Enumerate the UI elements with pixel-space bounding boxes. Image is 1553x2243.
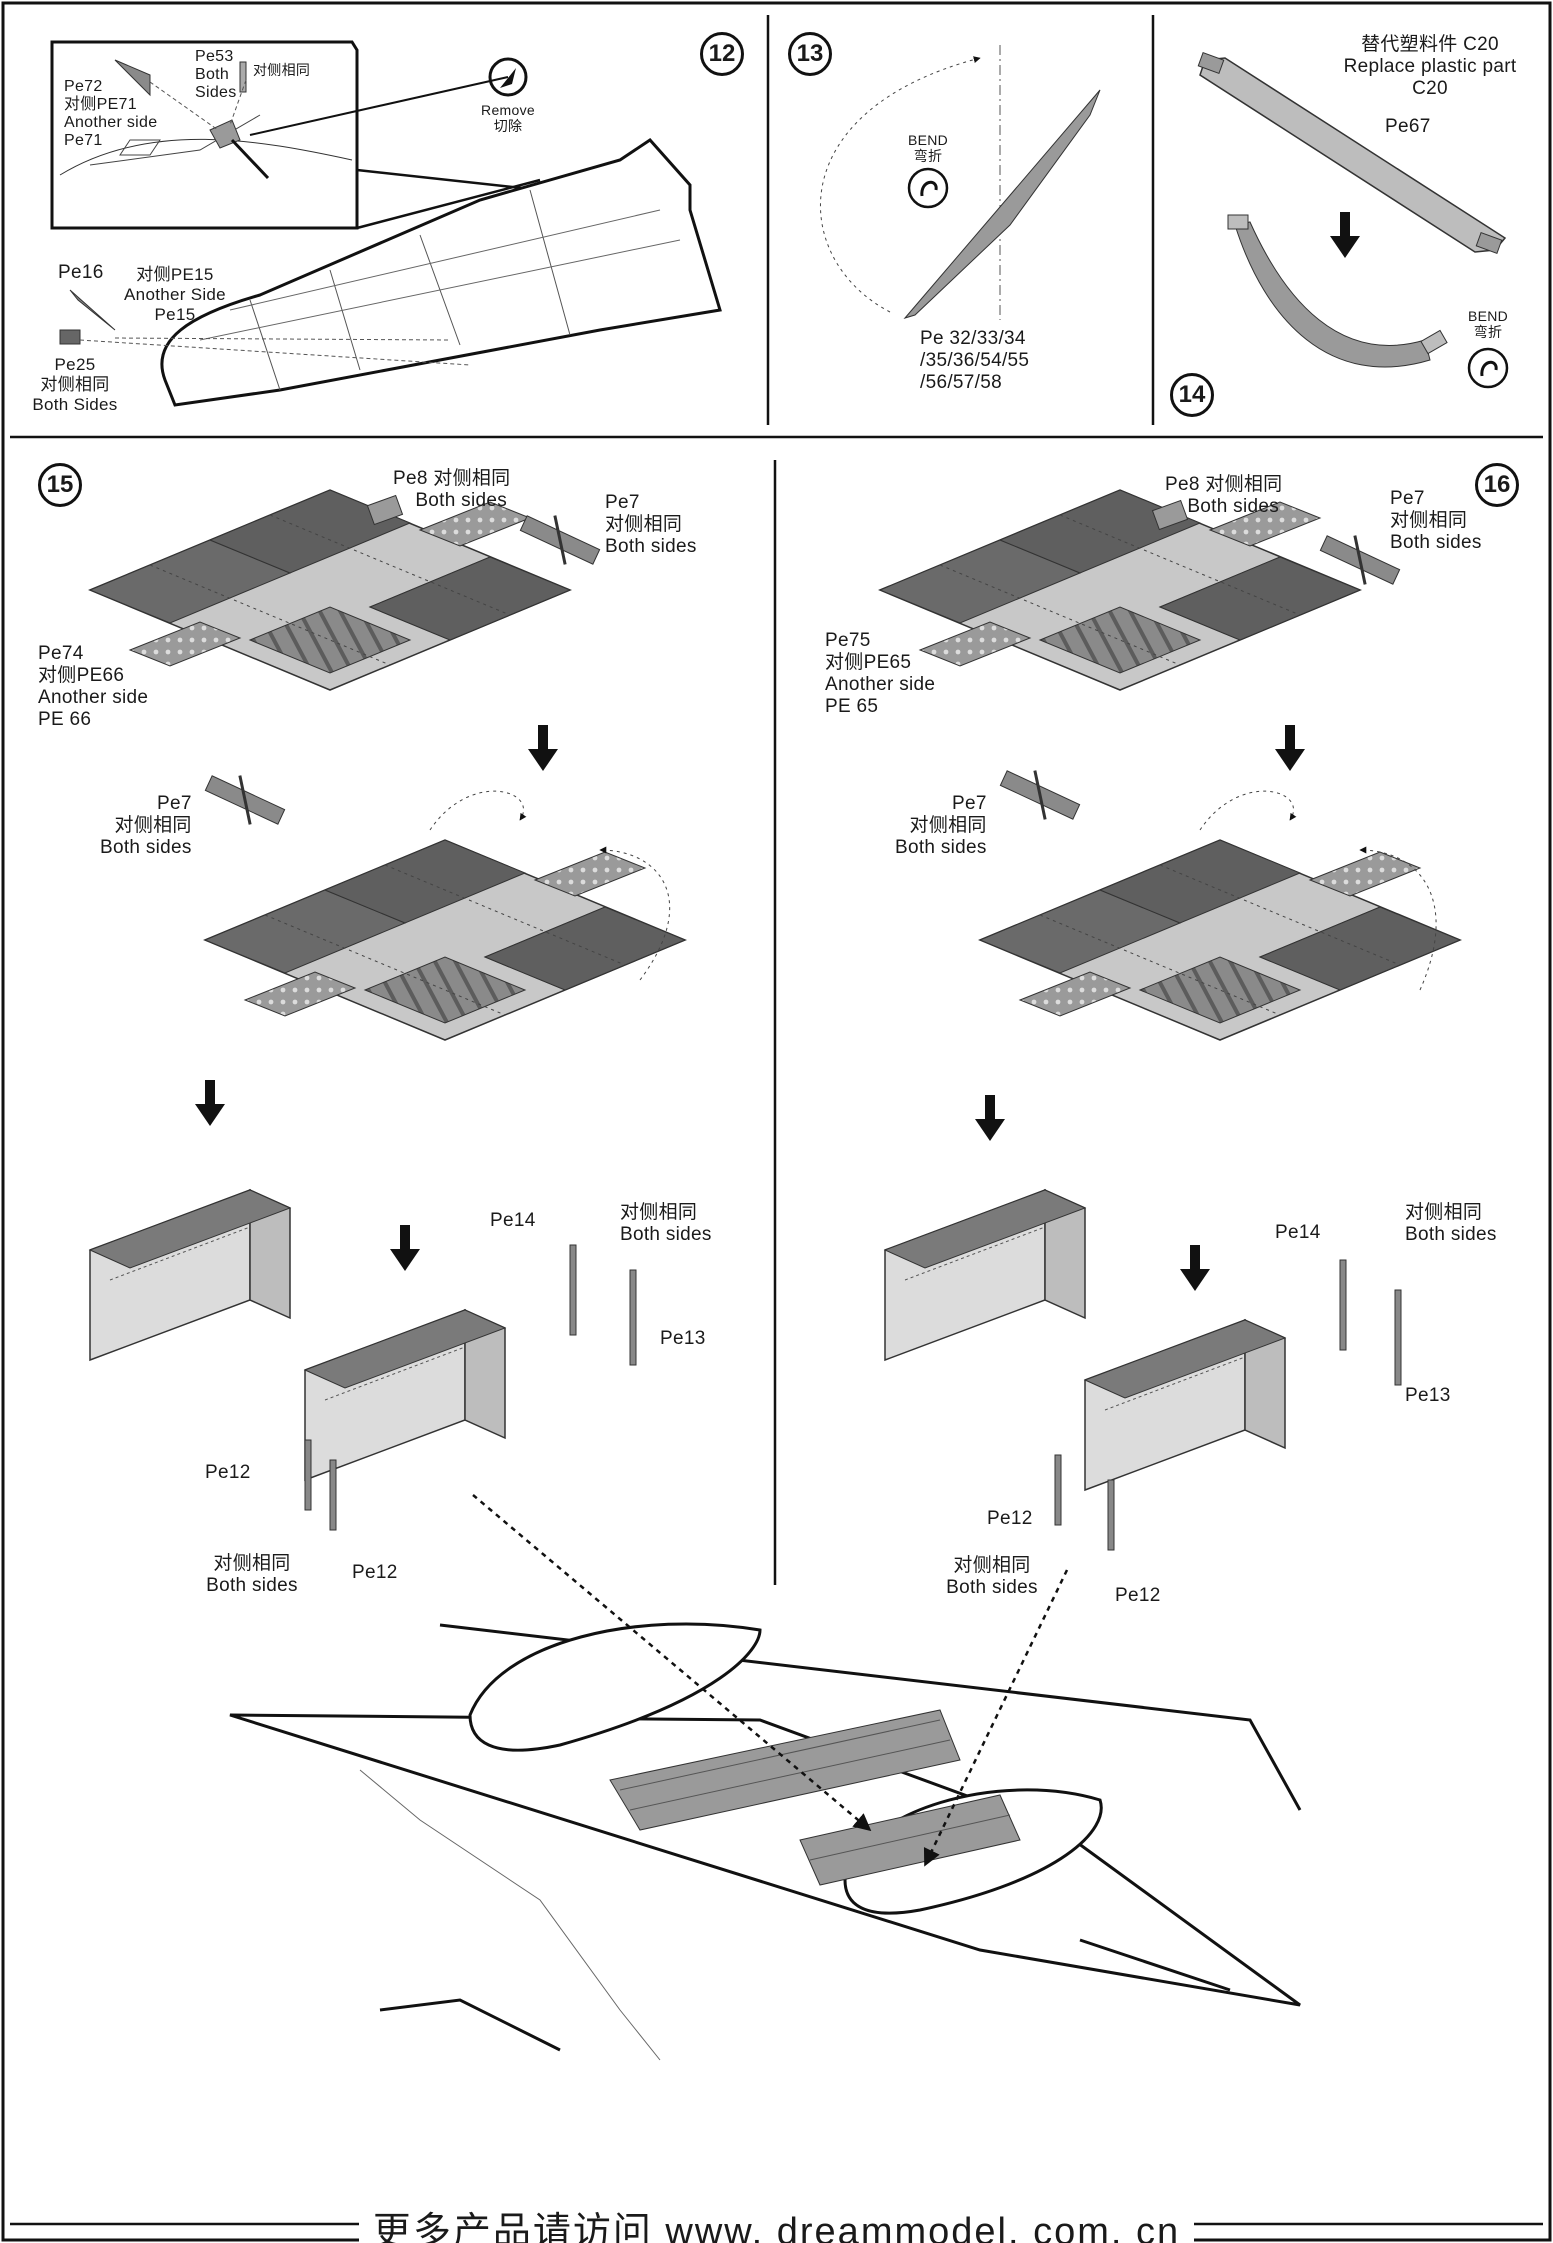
label-pe14: Pe14 [490, 1210, 536, 1231]
label-both-sides-bottom: 对侧相同 Both sides [946, 1555, 1038, 1598]
label-pe32-58: Pe 32/33/34 /35/36/54/55 /56/57/58 [920, 328, 1030, 393]
label-pe7-bottom: Pe7 对侧相同 Both sides [100, 793, 192, 858]
label-pe74: Pe74 对侧PE66 Another side PE 66 [38, 643, 149, 730]
step14-art [1197, 52, 1509, 389]
label-both-sides-right: 对侧相同 Both sides [1405, 1202, 1497, 1245]
step-number-14: 14 [1170, 373, 1214, 417]
label-pe7-top: Pe7 对侧相同 Both sides [1390, 488, 1482, 553]
step-number-12: 12 [700, 32, 744, 76]
label-bend-13: BEND 弯折 [907, 132, 949, 164]
label-pe75: Pe75 对侧PE65 Another side PE 65 [825, 630, 936, 717]
label-bend-14: BEND 弯折 [1467, 308, 1509, 340]
aircraft-art [229, 1494, 1302, 2061]
step-number-16: 16 [1475, 463, 1519, 507]
label-pe67: Pe67 [1385, 116, 1431, 137]
label-pe12-bottom: Pe12 [352, 1562, 398, 1583]
label-pe13: Pe13 [660, 1328, 706, 1349]
label-remove: Remove 切除 [481, 102, 535, 134]
label-pe12-bottom: Pe12 [1115, 1585, 1161, 1606]
step12-art [50, 40, 722, 407]
label-pe8: Pe8 对侧相同 Both sides [393, 468, 511, 511]
footer-website: 更多产品请访问 www. dreammodel. com. cn [0, 2200, 1553, 2243]
label-pe53: Pe53 Both Sides [195, 48, 237, 101]
label-pe16: Pe16 [58, 262, 104, 283]
step15-art [89, 489, 686, 1531]
label-both-sides-bottom: 对侧相同 Both sides [206, 1553, 298, 1596]
step-number-15: 15 [38, 463, 82, 507]
label-pe13: Pe13 [1405, 1385, 1451, 1406]
label-pe12-left: Pe12 [987, 1508, 1033, 1529]
step-number-13: 13 [788, 32, 832, 76]
footer-text: 更多产品请访问 www. dreammodel. com. cn [358, 2211, 1195, 2243]
label-pe14: Pe14 [1275, 1222, 1321, 1243]
label-both-sides-right: 对侧相同 Both sides [620, 1202, 712, 1245]
label-pe7-top: Pe7 对侧相同 Both sides [605, 492, 697, 557]
step16-art [879, 489, 1461, 1551]
step13-art [820, 45, 1101, 320]
label-pe8: Pe8 对侧相同 Both sides [1165, 474, 1283, 517]
label-pe25: Pe25 对侧相同 Both Sides [32, 355, 118, 414]
label-pe7-bottom: Pe7 对侧相同 Both sides [895, 793, 987, 858]
label-pe53-cn: 对侧相同 [253, 62, 311, 78]
label-pe72: Pe72 对侧PE71 Another side Pe71 [64, 78, 158, 149]
label-pe15: 对侧PE15 Another Side Pe15 [124, 265, 226, 324]
label-pe12-left: Pe12 [205, 1462, 251, 1483]
label-replace-c20: 替代塑料件 C20 Replace plastic part C20 [1343, 34, 1517, 99]
